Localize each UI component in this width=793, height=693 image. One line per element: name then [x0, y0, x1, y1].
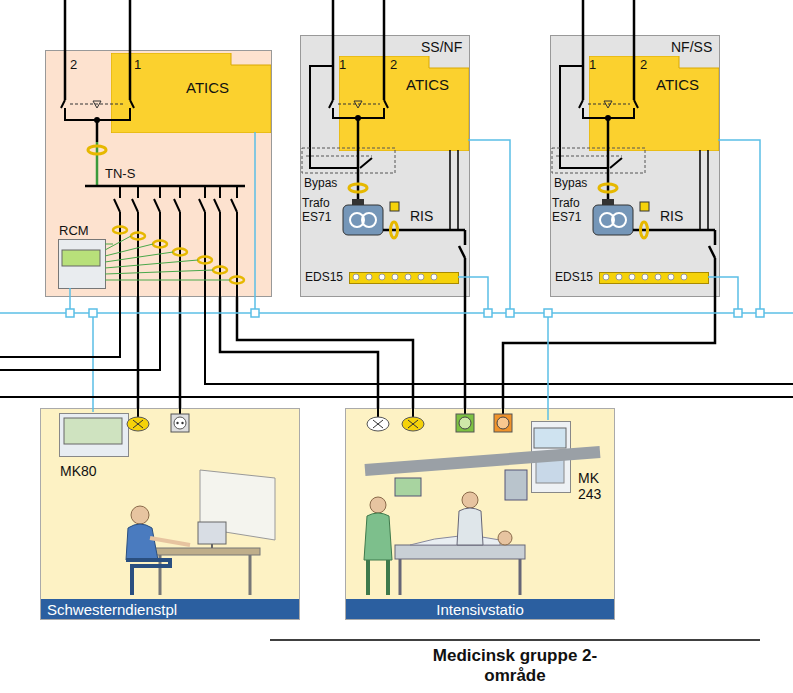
drawing-stroke	[153, 241, 167, 248]
node-label: TN-S	[105, 167, 135, 182]
part-label: 1	[134, 58, 141, 73]
node-label: ATICS	[186, 79, 229, 96]
drawing-stroke	[494, 414, 512, 432]
node-label: MK80	[60, 463, 97, 479]
node-label: MK 243	[578, 470, 610, 502]
part-label: Bypas	[554, 177, 587, 191]
drawing-stroke	[402, 417, 424, 431]
drawing-stroke	[213, 267, 227, 274]
drawing-stroke	[160, 555, 250, 595]
drawing-stroke	[150, 548, 260, 555]
room-name-band: Intensivstatio	[346, 599, 614, 619]
drawing-stroke	[498, 531, 512, 545]
drawing-stroke	[534, 428, 566, 448]
node-label: ATICS	[406, 76, 449, 93]
drawing-stroke	[410, 536, 500, 545]
room-name-band: Schwesterndienstpl	[41, 599, 299, 619]
part-label: Trafo ES71	[552, 197, 590, 225]
drawing-stroke	[505, 470, 527, 500]
drawing-stroke	[171, 414, 189, 432]
drawing-stroke	[61, 100, 134, 120]
drawing-stroke	[400, 559, 520, 595]
drawing-stroke	[211, 544, 213, 548]
part-label: 2	[390, 58, 397, 73]
drawing-stroke	[105, 236, 230, 280]
drawing-stroke	[64, 418, 122, 444]
eds15-bar: EDS15	[599, 272, 709, 284]
part-label: RIS	[660, 208, 683, 224]
drawing-stroke	[88, 146, 106, 154]
part-label: 1	[589, 58, 596, 73]
drawing-stroke	[459, 417, 471, 429]
cable	[0, 297, 793, 397]
drawing-stroke	[70, 104, 125, 105]
drawing-stroke	[66, 309, 74, 317]
drawing-stroke	[364, 513, 392, 560]
drawing-stroke	[174, 417, 186, 429]
drawing-stroke	[370, 497, 386, 513]
drawing-stroke	[113, 227, 127, 234]
drawing-stroke	[251, 309, 259, 317]
drawing-stroke	[131, 233, 145, 240]
drawing-stroke	[544, 309, 552, 317]
drawing-stroke	[62, 250, 100, 266]
node-label: RCM	[59, 224, 89, 239]
drawing-stroke	[367, 417, 389, 431]
ss-nf-internals	[302, 0, 514, 317]
node-label: EDS15	[555, 271, 593, 285]
eds15-bar: EDS15	[349, 272, 459, 284]
node-label: ATICS	[656, 76, 699, 93]
drawing-stroke	[89, 309, 97, 317]
drawing-stroke	[93, 101, 101, 108]
drawing-stroke	[462, 492, 478, 508]
drawing-stroke	[96, 142, 99, 186]
part-label: 2	[70, 58, 77, 73]
drawing-stroke	[408, 420, 418, 428]
caption: Medicinsk gruppe 2-område	[415, 646, 615, 685]
part-label: Bypas	[304, 177, 337, 191]
drawing-stroke	[395, 545, 525, 559]
drawing-stroke	[176, 422, 178, 424]
drawing-stroke	[126, 524, 158, 560]
drawing-stroke	[457, 508, 483, 545]
part-label: Trafo ES71	[302, 197, 340, 225]
drawing-stroke	[65, 0, 130, 100]
drawing-stroke	[126, 560, 170, 595]
room-2-fixtures	[364, 408, 600, 595]
drawing-stroke	[373, 420, 383, 428]
nf-ss-internals	[552, 0, 764, 317]
drawing-stroke	[150, 538, 190, 545]
drawing-stroke	[96, 120, 99, 142]
drawing-stroke	[198, 257, 212, 264]
drawing-stroke	[127, 417, 149, 431]
part-label: 1	[339, 58, 346, 73]
drawing-stroke	[230, 277, 244, 284]
drawing-stroke	[173, 249, 187, 256]
drawing-stroke	[368, 560, 388, 595]
drawing-stroke	[181, 422, 183, 424]
drawing-stroke	[497, 417, 509, 429]
room-1-fixtures	[64, 408, 275, 595]
bus-drop	[547, 313, 549, 420]
part-label: RIS	[410, 208, 433, 224]
drawing-stroke	[365, 452, 600, 470]
node-label: SS/NF	[421, 39, 462, 55]
atics-shape	[111, 53, 271, 133]
drawing-stroke	[198, 522, 226, 544]
drawing-stroke	[133, 420, 143, 428]
drawing-stroke	[378, 408, 503, 417]
bus-line	[0, 312, 793, 314]
drawing-stroke	[131, 506, 149, 524]
drawing-stroke	[113, 227, 244, 284]
drawing-stroke	[456, 414, 474, 432]
node-label: NF/SS	[671, 39, 712, 55]
part-label: 2	[640, 58, 647, 73]
drawing-stroke	[395, 478, 421, 496]
node-label: EDS15	[305, 271, 343, 285]
caption-rule	[270, 639, 760, 641]
